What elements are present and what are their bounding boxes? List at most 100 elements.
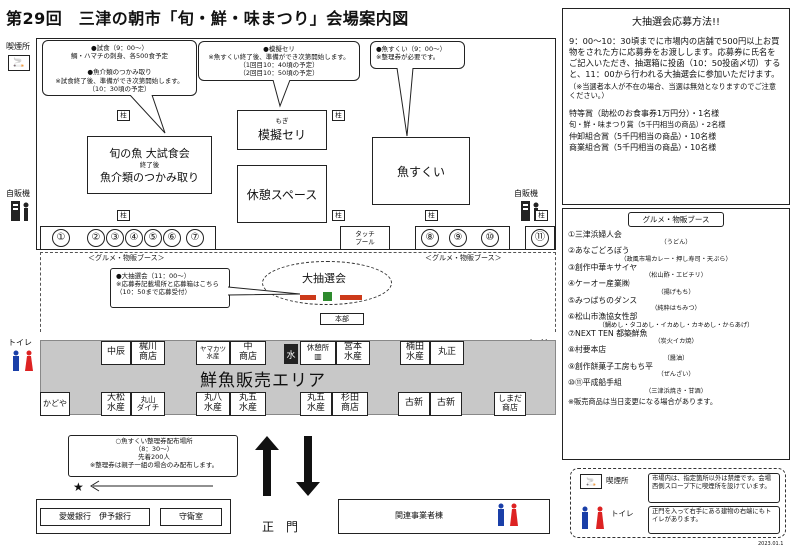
shop-yamakatsu[interactable]: ヤマカツ 水産 xyxy=(196,341,230,365)
shop-kusuda[interactable]: 楠田 水産 xyxy=(400,341,430,365)
shop-kadoya[interactable]: かどや xyxy=(40,392,70,416)
prize-commerce: 商業組合賞（5千円相当の商品）・10名様 xyxy=(569,143,717,153)
shop-nakatatsu[interactable]: 中辰 xyxy=(101,341,131,365)
legend-smoking-icon: 🚬 xyxy=(580,474,602,489)
shop-maruhachi[interactable]: 丸八 水産 xyxy=(196,392,230,416)
shop-rest-area: 休憩所 ▥ xyxy=(300,341,336,365)
booth-6[interactable]: ⑥ xyxy=(163,229,181,247)
shop-maruyama-daichi[interactable]: 丸山 ダイチ xyxy=(131,392,165,416)
tasting-area-after: 終了後 xyxy=(139,160,160,169)
ticket-pointer-arrow xyxy=(90,480,213,492)
mock-auction-area: もぎ 模擬セリ xyxy=(237,110,327,150)
bottom-building-left xyxy=(36,499,231,534)
grab-area-title: 魚介類のつかみ取り xyxy=(100,171,199,185)
pillar-1: 柱 xyxy=(117,110,130,121)
lottery-howto-title: 大抽選会応募方法!! xyxy=(631,17,721,28)
entry-arrow-up xyxy=(255,436,279,496)
document-code: 2023.01.1 xyxy=(758,541,784,547)
booth-list-item-6: ⑥松山市漁協女性部（鯛めし・タコめし・イカめし・カキめし・からあげ） xyxy=(568,312,754,329)
rest-space-area: 休憩スペース xyxy=(237,165,327,223)
star-marker: ★ xyxy=(73,480,84,494)
mock-auction-bubble-pointer xyxy=(272,80,291,108)
lottery-note-pointer xyxy=(228,286,301,296)
pillar-5: 柱 xyxy=(425,210,438,221)
booth-2[interactable]: ② xyxy=(87,229,105,247)
prize-wholesale: 仲卸組合賞（5千円相当の商品）・10名様 xyxy=(569,131,717,141)
shop-daimatsu[interactable]: 大松 水産 xyxy=(101,392,131,416)
related-business-label: 関連事業者棟 xyxy=(395,511,443,520)
booth-list-item-8: ⑧村要本店（醤油） xyxy=(568,345,689,362)
legend-toilet-label: トイレ xyxy=(611,509,634,518)
booth-7[interactable]: ⑦ xyxy=(186,229,204,247)
bank-building: 愛媛銀行 伊予銀行 xyxy=(40,508,150,526)
legend-smoking-text: 市場内は、指定箇所以外は禁煙です。会場西側スロープ下に喫煙所を設けています。 xyxy=(648,473,780,503)
booth-9[interactable]: ⑨ xyxy=(449,229,467,247)
lottery-table-red-right xyxy=(340,295,362,300)
shop-marusho[interactable]: 丸正 xyxy=(430,341,464,365)
ticket-note-text: ○魚すくい整理券配布場所 （8：30～） 先着200人 ※整理券は親子一組の場合… xyxy=(89,437,219,470)
pillar-3: 柱 xyxy=(117,210,130,221)
exit-arrow-down xyxy=(296,436,320,496)
lottery-box-green xyxy=(323,292,332,301)
guard-room: 守衛室 xyxy=(160,508,222,526)
booth-1[interactable]: ① xyxy=(52,229,70,247)
shop-naka[interactable]: 中 商店 xyxy=(230,341,266,365)
fish-scoop-info-bubble: ●魚すくい（9：00～） ※整理券が必要です。 xyxy=(370,41,465,69)
booth-4[interactable]: ④ xyxy=(125,229,143,247)
shop-koshin-1[interactable]: 古新 xyxy=(398,392,430,416)
lottery-note-bubble: ●大抽選会（11：00～） ※応募券記載場所と応募箱はこちら （10：50まで応… xyxy=(110,268,230,308)
shop-marugo-1[interactable]: 丸五 水産 xyxy=(230,392,266,416)
legend-smoking-label: 喫煙所 xyxy=(606,476,629,485)
related-business-building xyxy=(338,499,550,534)
lottery-howto-panel: 大抽選会応募方法!! 9：00～10：30頃までに市場内の店舗で500円以上お買… xyxy=(562,8,790,205)
booth-list-title: グルメ・物販ブース xyxy=(628,212,724,227)
booth-3[interactable]: ③ xyxy=(106,229,124,247)
tasting-area: 旬の魚 大試食会 終了後 魚介類のつかみ取り xyxy=(87,136,212,194)
building-toilet-icon xyxy=(495,503,521,529)
fish-scoop-bubble-pointer xyxy=(396,68,414,137)
gourmet-strip-left-edge xyxy=(40,252,41,332)
booth-10[interactable]: ⑩ xyxy=(481,229,499,247)
booth-5[interactable]: ⑤ xyxy=(144,229,162,247)
page-title: 第29回 三津の朝市「旬・鮮・味まつり」会場案内図 xyxy=(6,9,409,28)
toilet-icon-left xyxy=(10,350,36,372)
shop-shimada[interactable]: しまだ 商店 xyxy=(494,392,526,416)
gourmet-label-right: ＜グルメ・物販ブース＞ xyxy=(425,254,502,262)
ticket-note-box xyxy=(68,435,238,477)
lottery-table-red-left xyxy=(300,295,316,300)
booth-list-item-3: ③創作中華キサイヤ（松山酢・エビチリ） xyxy=(568,262,707,280)
smoking-area-label: 喫煙所 xyxy=(6,42,30,51)
shop-marugo-2[interactable]: 丸五 水産 xyxy=(300,392,332,416)
booth-list-item-9: ⑨創作餅菓子工房もち平（ぜんざい） xyxy=(568,361,695,379)
booth-8[interactable]: ⑧ xyxy=(421,229,439,247)
booth-list-item-7: ⑦NEXT TEN 都築鮮魚（炭火イカ焼） xyxy=(568,328,698,346)
shop-kajikawa[interactable]: 梶川 商店 xyxy=(131,341,165,365)
lottery-area xyxy=(262,261,392,305)
booth-11[interactable]: ⑪ xyxy=(531,229,549,247)
gourmet-label-left: ＜グルメ・物販ブース＞ xyxy=(88,254,165,262)
booth-list-item-1: ①三津浜婦人会（うどん） xyxy=(568,230,692,247)
mock-auction-title: 模擬セリ xyxy=(257,127,306,142)
fish-market-label: 鮮魚販売エリア xyxy=(200,371,326,391)
headquarters: 本部 xyxy=(320,313,364,325)
vending-machine-icon-left xyxy=(10,200,32,222)
shop-sugita[interactable]: 杉田 商店 xyxy=(332,392,368,416)
lottery-title: 大抽選会 xyxy=(302,272,346,285)
booth-list-item-2: ②あなごどろぼう（政風市場カレー・押し寿司・天ぷら） xyxy=(568,246,732,263)
tasting-info-bubble: ●試食（9：00～） 鯛・ハマチの刺身、各500食予定 ●魚介類のつかみ取り ※… xyxy=(42,40,197,96)
rest-area-icon: ▥ xyxy=(314,351,322,361)
rest-area-small-label: 休憩所 xyxy=(306,343,330,353)
gourmet-strip xyxy=(40,252,556,253)
shop-miyamoto[interactable]: 宮本 水産 xyxy=(336,341,370,365)
legend-toilet-icon xyxy=(578,506,608,532)
gourmet-strip-right-edge xyxy=(555,252,556,332)
touch-pool: タッチ プール xyxy=(340,226,390,250)
pillar-2: 柱 xyxy=(332,110,345,121)
vending-machine-label-left: 自販機 xyxy=(6,189,30,198)
booth-list-panel: グルメ・物販ブース ①三津浜婦人会（うどん） ②あなごどろぼう（政風市場カレー・… xyxy=(562,208,790,460)
legend-toilet-text: 正門を入って右手にある建物の右端にもトイレがあります。 xyxy=(648,506,780,534)
vending-machine-label-right: 自販機 xyxy=(514,189,538,198)
tasting-area-title: 旬の魚 大試食会 xyxy=(109,146,190,160)
shop-koshin-2[interactable]: 古新 xyxy=(430,392,462,416)
booth-list-item-5: ⑤みつばちのダンス（純粋はちみつ） xyxy=(568,295,701,313)
